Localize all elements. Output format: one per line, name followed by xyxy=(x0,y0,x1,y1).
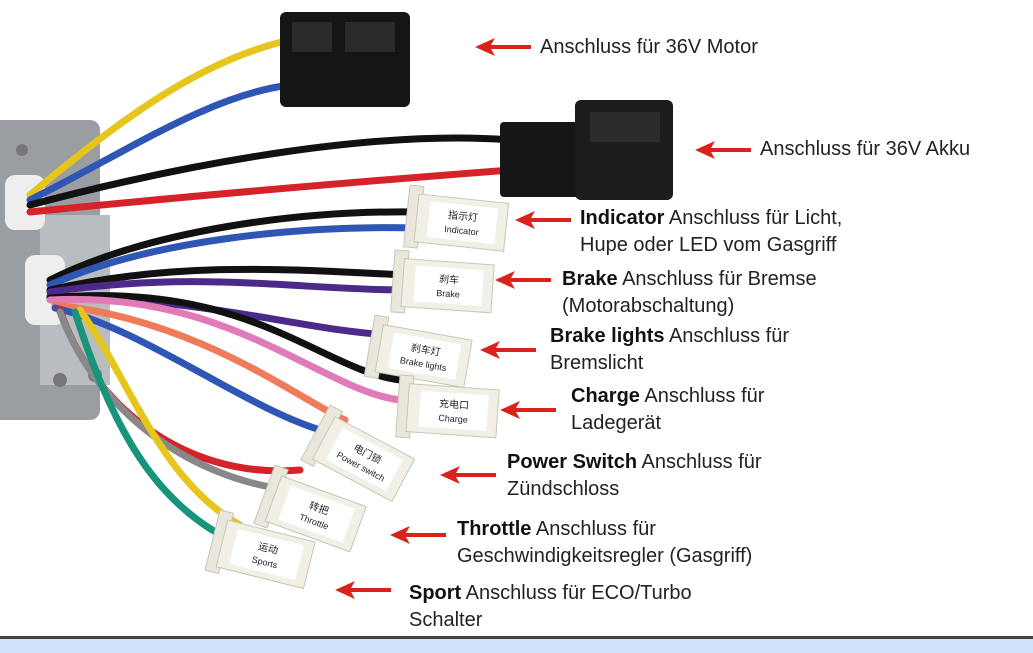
annotation-2: Anschluss für 36V Akku xyxy=(760,136,970,163)
annotation-text-line2: Schalter xyxy=(409,609,483,631)
red-arrow-icon xyxy=(390,526,446,544)
annotation-text-line2: (Motorabschaltung) xyxy=(562,295,735,317)
red-arrow-icon xyxy=(475,38,531,56)
annotation-title: Brake lights xyxy=(550,325,665,347)
connector-label-cn: 运动 xyxy=(257,541,279,557)
annotation-title: Brake xyxy=(562,268,618,290)
annotation-text: Anschluss für 36V Akku xyxy=(760,138,971,160)
annotation-text: Anschluss für xyxy=(531,518,656,540)
red-arrow-icon xyxy=(515,211,571,229)
red-arrow-icon xyxy=(440,466,496,484)
annotation-title: Charge xyxy=(571,385,640,407)
connector-brake: 刹车 Brake xyxy=(390,249,495,314)
annotation-3: Indicator Anschluss für Licht, Hupe oder … xyxy=(580,205,842,259)
annotation-text: Anschluss für 36V Motor xyxy=(540,36,758,58)
annotation-text: Anschluss für ECO/Turbo xyxy=(461,582,692,604)
annotation-title: Throttle xyxy=(457,518,532,540)
connector-label-cn: 充电口 xyxy=(439,397,470,412)
annotation-title: Sport xyxy=(409,582,462,604)
annotation-text: Anschluss für Bremse xyxy=(617,268,817,290)
bottom-strip xyxy=(0,639,1033,653)
annotation-text-line2: Geschwindigkeitsregler (Gasgriff) xyxy=(457,545,753,567)
red-arrow-icon xyxy=(335,581,391,599)
connector-label-en: Indicator xyxy=(444,224,479,238)
motor-connector xyxy=(280,12,410,107)
annotation-text: Anschluss für xyxy=(639,385,765,407)
connector-label-en: Charge xyxy=(438,413,468,425)
annotation-4: Brake Anschluss für Bremse (Motorabschalt… xyxy=(562,266,817,320)
annotation-text-line2: Ladegerät xyxy=(571,412,662,434)
battery-connector xyxy=(500,100,673,200)
red-arrow-icon xyxy=(500,401,556,419)
annotation-text: Anschluss für Licht, xyxy=(664,207,843,229)
red-arrow-icon xyxy=(480,341,536,359)
annotation-1: Anschluss für 36V Motor xyxy=(540,34,758,61)
frame-border xyxy=(0,636,1033,639)
annotation-text: Anschluss für xyxy=(637,451,762,473)
annotation-text: Anschluss für xyxy=(664,325,789,347)
connector-label-en: Brake xyxy=(436,288,460,300)
red-arrow-icon xyxy=(495,271,551,289)
connector-label-cn: 指示灯 xyxy=(447,208,478,224)
annotation-title: Indicator xyxy=(580,207,665,229)
annotation-text-line2: Hupe oder LED vom Gasgriff xyxy=(580,234,837,256)
connector-label-cn: 刹车 xyxy=(439,272,460,286)
red-arrow-icon xyxy=(695,141,751,159)
annotation-title: Power Switch xyxy=(507,451,638,473)
annotation-text-line2: Bremslicht xyxy=(550,352,644,374)
annotation-text-line2: Zündschloss xyxy=(507,478,620,500)
